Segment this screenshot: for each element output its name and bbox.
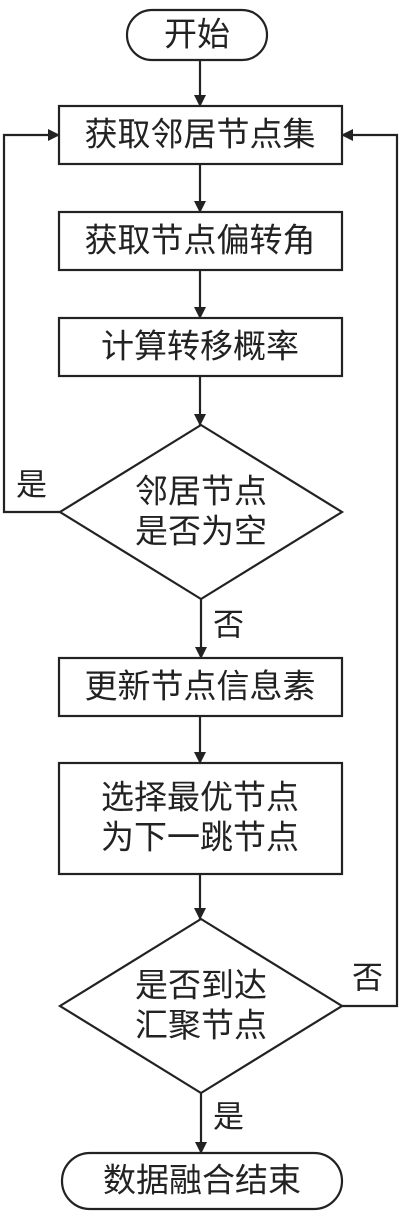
empty-no-label: 否 xyxy=(213,608,244,644)
select-next-line1: 选择最优节点 xyxy=(101,778,299,817)
get-deflection-node: 获取节点偏转角 xyxy=(57,210,344,272)
sink-yes-label: 是 xyxy=(213,1100,244,1136)
end-node-label: 数据融合结束 xyxy=(103,1161,301,1200)
calc-probability-label: 计算转移概率 xyxy=(101,327,299,366)
check-sink-line2: 汇聚节点 xyxy=(135,1006,267,1045)
start-node-label: 开始 xyxy=(164,15,230,54)
check-sink-line1: 是否到达 xyxy=(135,966,267,1005)
get-neighbors-node: 获取邻居节点集 xyxy=(57,104,344,166)
calc-probability-node: 计算转移概率 xyxy=(57,316,344,378)
empty-yes-label: 是 xyxy=(16,468,47,504)
start-node: 开始 xyxy=(125,8,269,62)
get-neighbors-label: 获取邻居节点集 xyxy=(85,115,316,154)
check-empty-line1: 邻居节点 xyxy=(135,472,267,511)
get-deflection-label: 获取节点偏转角 xyxy=(85,221,316,260)
select-next-node: 选择最优节点 为下一跳节点 xyxy=(57,761,344,876)
check-empty-decision: 邻居节点 是否为空 xyxy=(57,423,345,601)
edge-sink-no-loop xyxy=(341,129,399,1008)
end-node: 数据融合结束 xyxy=(60,1151,344,1211)
check-sink-decision: 是否到达 汇聚节点 xyxy=(57,917,345,1095)
edge-empty-yes-loop xyxy=(2,129,60,514)
update-pheromone-label: 更新节点信息素 xyxy=(85,667,316,706)
check-empty-line2: 是否为空 xyxy=(135,512,267,551)
sink-no-label: 否 xyxy=(352,961,383,997)
select-next-line2: 为下一跳节点 xyxy=(101,818,299,857)
update-pheromone-node: 更新节点信息素 xyxy=(57,656,344,718)
